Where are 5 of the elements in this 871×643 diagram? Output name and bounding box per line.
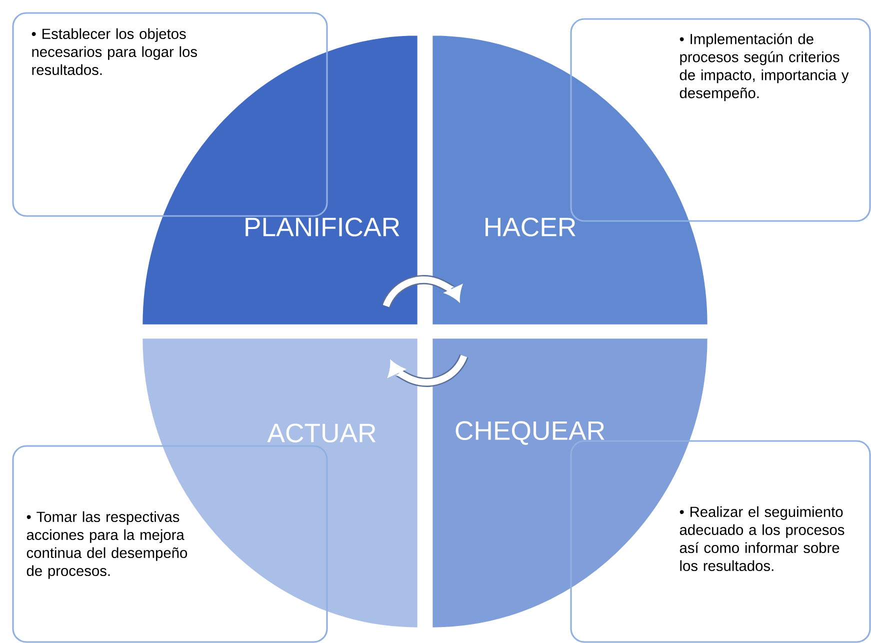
text-box: • Establecer los objetos necesarios para logar los resultados. [12, 12, 328, 217]
curved-arrow [388, 354, 468, 387]
text-box: • Realizar el seguimiento adecuado a los procesos así como informar sobre los resultados. [570, 440, 871, 643]
text-box: • Tomar las respectivas acciones para la mejora continua del desempeño de procesos. [12, 445, 328, 643]
curved-arrow [382, 275, 462, 308]
